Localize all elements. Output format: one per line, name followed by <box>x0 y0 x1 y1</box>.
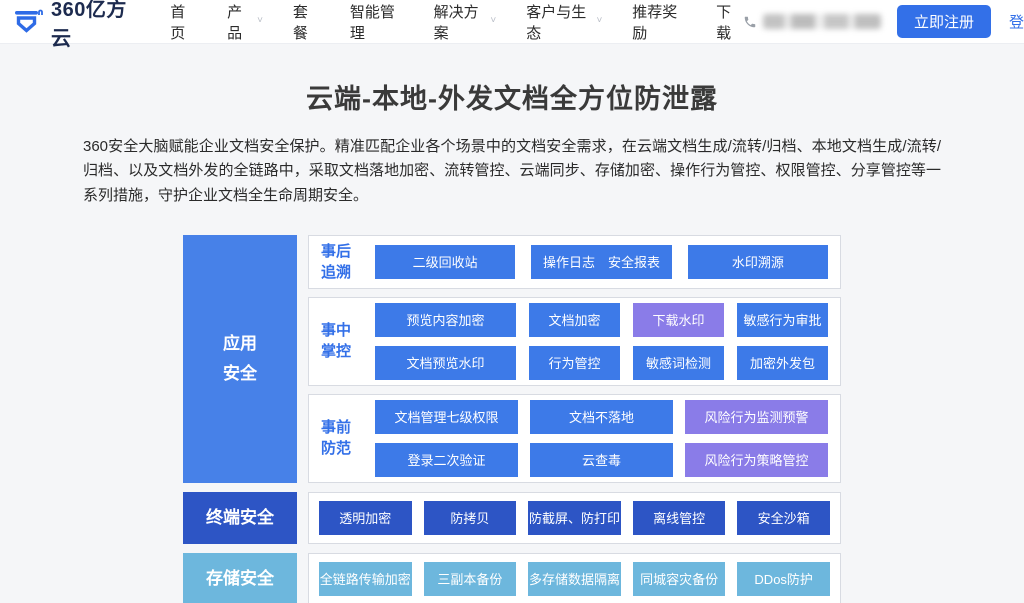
feature-box: 水印溯源 <box>687 244 828 279</box>
group-in-process-control: 事中 掌控 预览内容加密 文档加密 下载水印 敏感行为审批 文档预览水印 行为管… <box>308 296 841 386</box>
page-title: 云端-本地-外发文档全方位防泄露 <box>306 84 718 114</box>
feature-box: 云查毒 <box>530 442 673 477</box>
feature-box: 全链路传输加密 <box>319 561 412 596</box>
feature-box: 下载水印 <box>633 302 724 337</box>
feature-box: 操作日志 安全报表 <box>531 244 672 279</box>
chevron-down-icon: ˅ <box>490 15 497 26</box>
feature-box: 二级回收站 <box>375 244 516 279</box>
logo[interactable]: 360亿方云 <box>14 0 138 51</box>
chevron-down-icon: ˅ <box>257 15 263 26</box>
group-terminal-security: 透明加密 防拷贝 防截屏、防打印 离线管控 安全沙箱 <box>308 491 841 544</box>
login-link[interactable]: 登录 <box>1008 14 1024 31</box>
category-storage-security: 存储安全 <box>183 552 297 603</box>
nav-item-referral-rewards[interactable]: 推荐奖励 <box>632 3 678 42</box>
group-prevention: 事前 防范 文档管理七级权限 文档不落地 风险行为监测预警 登录二次验证 云查毒… <box>308 393 841 483</box>
nav-item-plans[interactable]: 套餐 <box>292 3 308 42</box>
logo-shield-icon <box>14 8 44 36</box>
group-label: 事中 掌控 <box>321 322 352 361</box>
phone-icon <box>743 15 757 29</box>
feature-box: 文档不落地 <box>530 399 673 434</box>
page-description: 360安全大脑赋能企业文档安全保护。精准匹配企业各个场景中的文档安全需求，在云端… <box>83 138 941 204</box>
feature-box: DDos防护 <box>737 561 830 596</box>
feature-box: 离线管控 <box>632 500 726 535</box>
feature-box: 预览内容加密 <box>375 302 517 337</box>
terminal-security-row: 终端安全 透明加密 防拷贝 防截屏、防打印 离线管控 安全沙箱 <box>183 491 841 544</box>
feature-box: 三副本备份 <box>423 561 517 596</box>
main-nav: 首页 产品˅ 套餐 智能管理 解决方案˅ 客户与生态˅ 推荐奖励 下载 <box>170 1 743 43</box>
category-terminal-security: 终端安全 <box>183 491 297 544</box>
logo-text: 360亿方云 <box>51 0 127 50</box>
main-content: 云端-本地-外发文档全方位防泄露 360安全大脑赋能企业文档安全保护。精准匹配企… <box>0 77 1024 603</box>
nav-item-smart-management[interactable]: 智能管理 <box>349 3 395 42</box>
nav-item-home[interactable]: 首页 <box>170 3 186 42</box>
feature-box: 敏感行为审批 <box>737 302 828 337</box>
feature-box: 敏感词检测 <box>633 345 724 380</box>
nav-item-customers-ecosystem[interactable]: 客户与生态˅ <box>526 3 603 42</box>
feature-box: 多存储数据隔离 <box>528 561 621 596</box>
feature-box: 防拷贝 <box>423 500 517 535</box>
nav-item-solutions[interactable]: 解决方案˅ <box>433 3 497 42</box>
chevron-down-icon: ˅ <box>596 15 603 26</box>
feature-box: 安全沙箱 <box>737 500 830 535</box>
group-label: 事前 防范 <box>321 419 352 458</box>
register-button[interactable]: 立即注册 <box>896 5 991 38</box>
feature-box: 风险行为监测预警 <box>685 399 828 434</box>
feature-box: 防截屏、防打印 <box>528 500 621 535</box>
header-right: 立即注册 登录 <box>743 5 1024 38</box>
phone-number-blurred <box>762 14 881 29</box>
feature-box: 透明加密 <box>319 500 412 535</box>
feature-box: 风险行为策略管控 <box>685 442 828 477</box>
group-storage-security: 全链路传输加密 三副本备份 多存储数据隔离 同城容灾备份 DDos防护 <box>308 552 841 603</box>
group-label: 事后 追溯 <box>321 242 352 281</box>
category-app-security: 应用 安全 <box>183 234 297 483</box>
nav-item-download[interactable]: 下载 <box>716 3 732 42</box>
contact-phone <box>743 14 881 29</box>
feature-box: 行为管控 <box>529 345 621 380</box>
feature-box: 登录二次验证 <box>375 442 518 477</box>
top-nav-bar: 360亿方云 首页 产品˅ 套餐 智能管理 解决方案˅ 客户与生态˅ 推荐奖励 … <box>0 0 1024 50</box>
nav-item-products[interactable]: 产品˅ <box>227 3 263 42</box>
feature-box: 文档加密 <box>529 302 621 337</box>
storage-security-row: 存储安全 全链路传输加密 三副本备份 多存储数据隔离 同城容灾备份 DDos防护 <box>183 552 841 603</box>
security-architecture-diagram: 应用 安全 事后 追溯 二级回收站 操作日志 安全报表 水印溯源 事中 掌控 预… <box>183 234 841 603</box>
feature-box: 加密外发包 <box>737 345 828 380</box>
feature-box: 文档管理七级权限 <box>375 399 518 434</box>
feature-box: 同城容灾备份 <box>632 561 726 596</box>
app-security-row: 应用 安全 事后 追溯 二级回收站 操作日志 安全报表 水印溯源 事中 掌控 预… <box>183 234 841 483</box>
feature-box: 文档预览水印 <box>375 345 517 380</box>
group-post-event-tracing: 事后 追溯 二级回收站 操作日志 安全报表 水印溯源 <box>308 234 841 289</box>
